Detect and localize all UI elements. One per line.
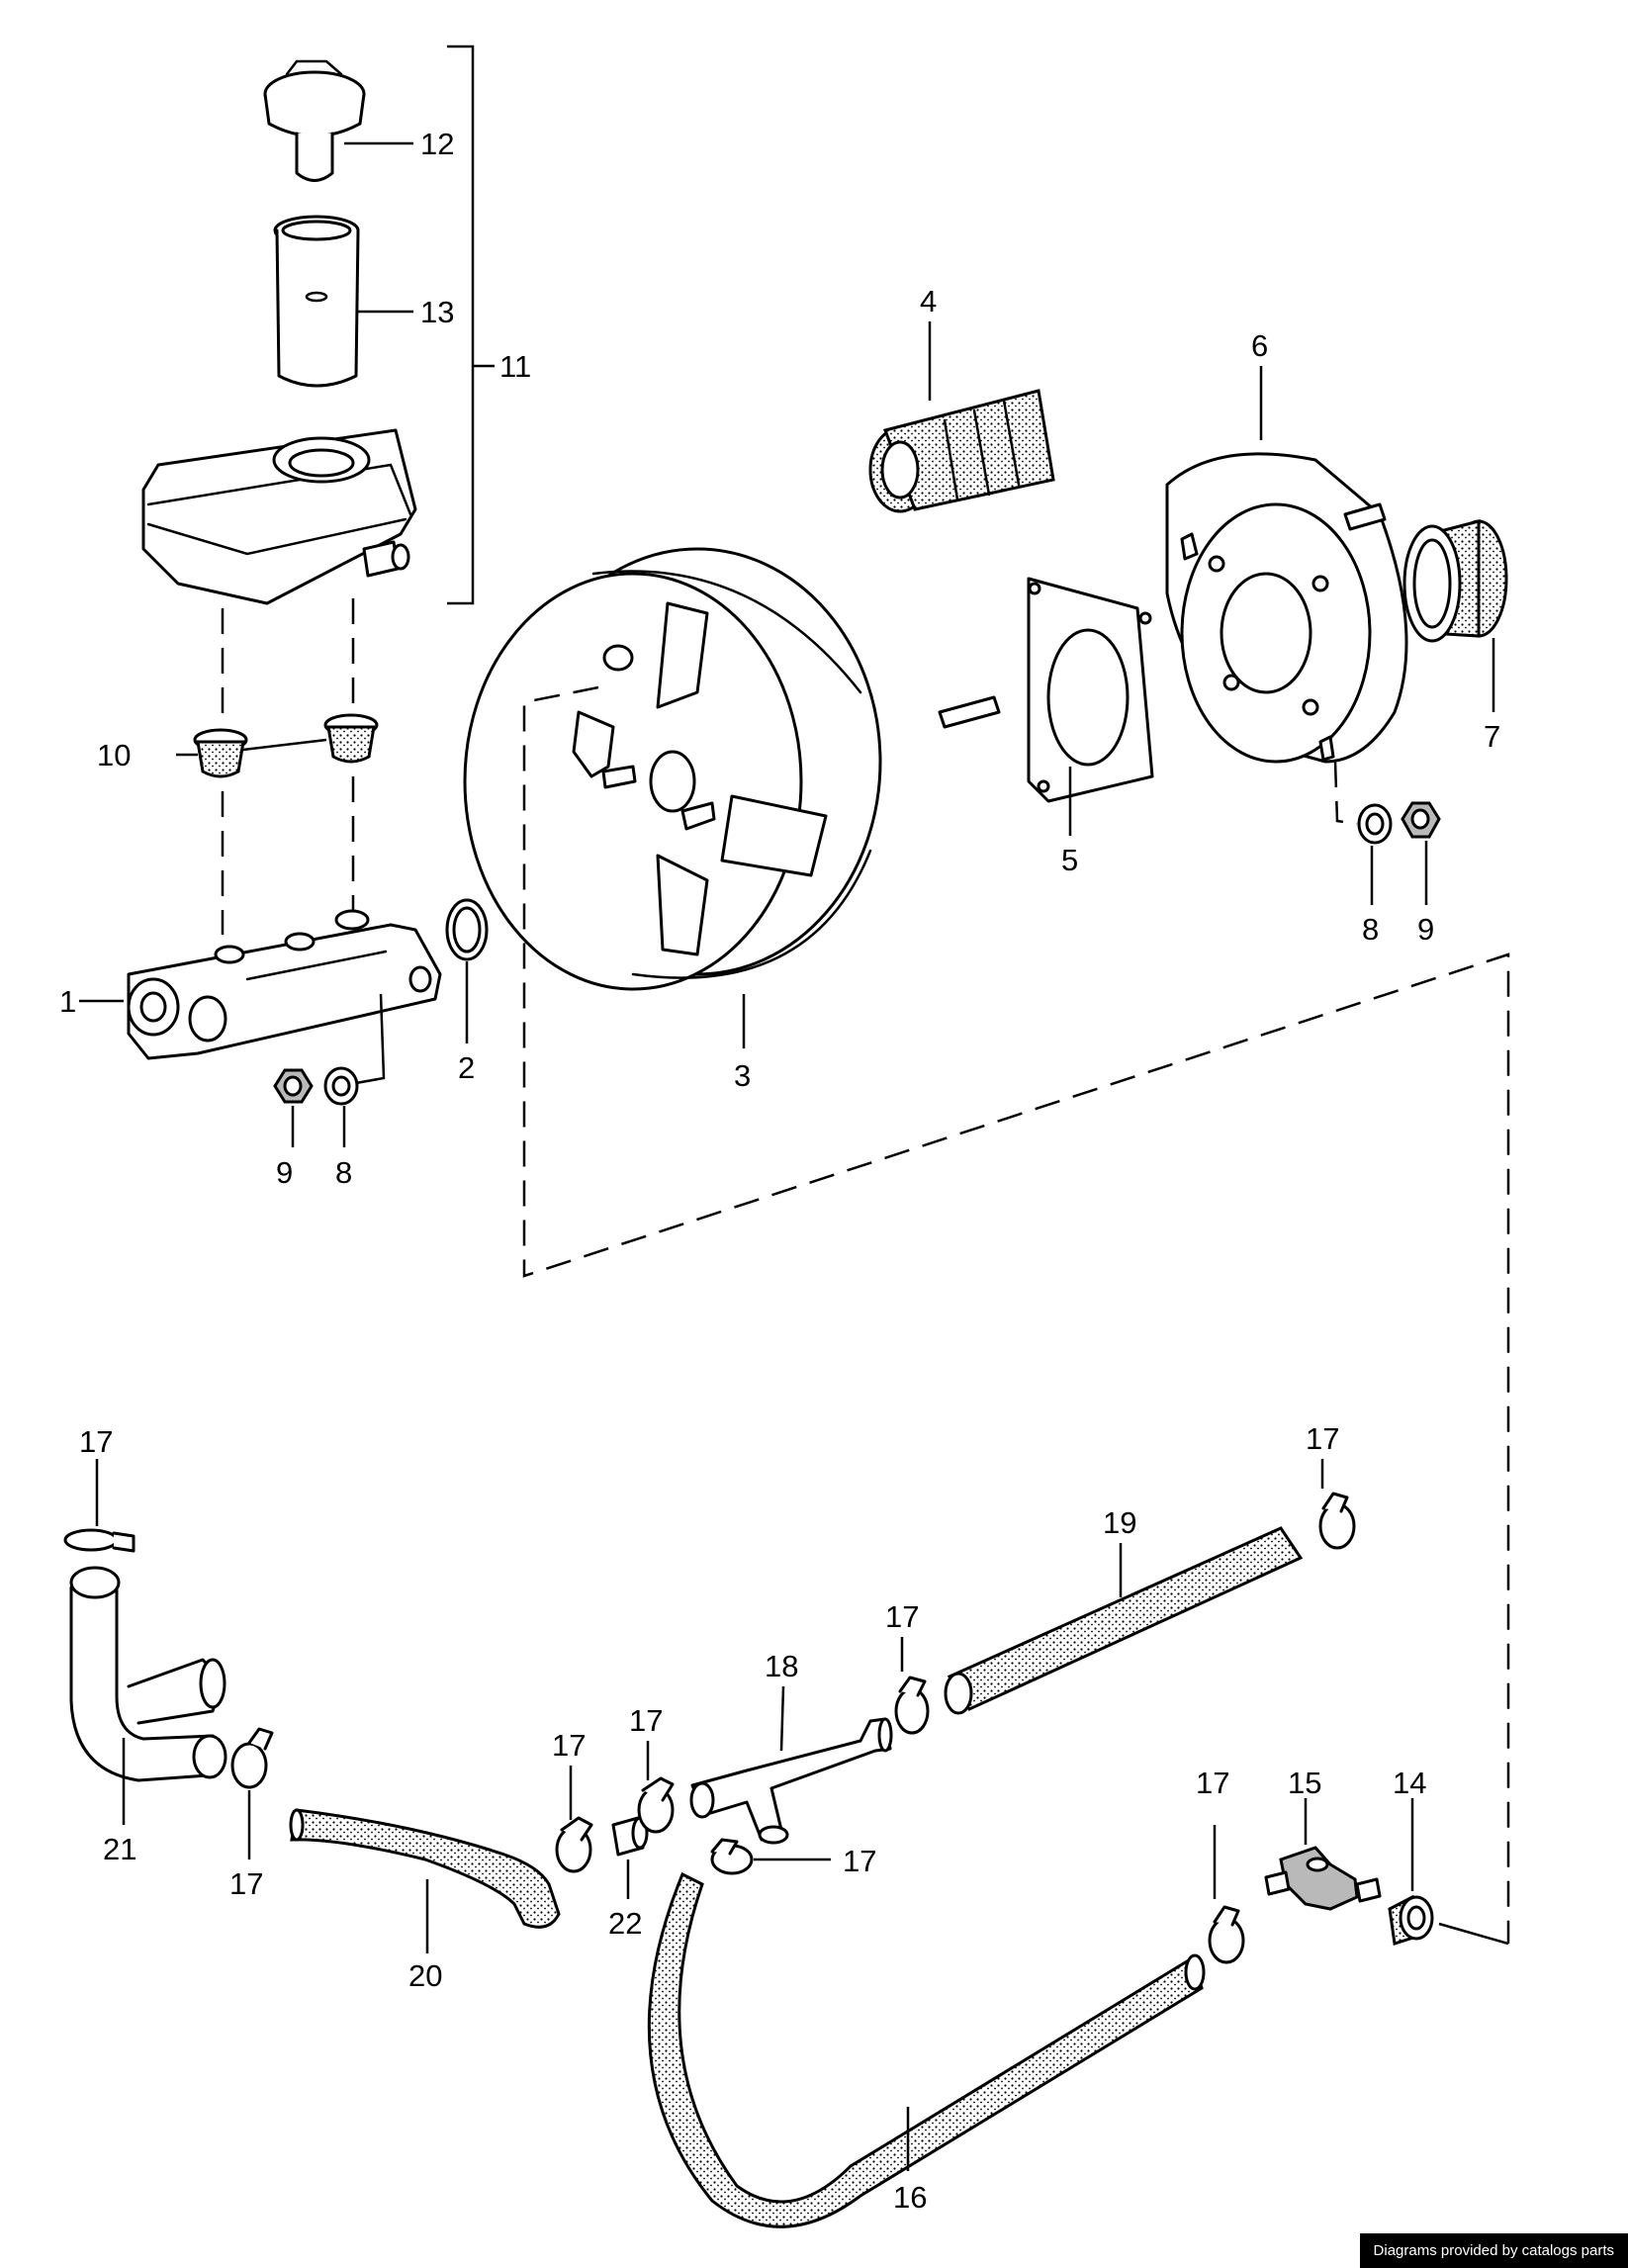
brake-fluid-reservoir — [141, 428, 417, 605]
callout-17-h: 17 — [1196, 1766, 1229, 1800]
callout-17-f: 17 — [885, 1599, 919, 1634]
dash-mounting-frame — [522, 685, 1510, 1944]
callout-17-d: 17 — [629, 1703, 663, 1738]
callout-12: 12 — [420, 127, 454, 161]
callout-11: 11 — [499, 349, 531, 384]
callout-16: 16 — [893, 2180, 927, 2215]
callout-3: 3 — [734, 1058, 751, 1093]
booster-mounting-bracket — [1165, 452, 1408, 764]
hose-clamp-a — [63, 1528, 136, 1553]
bracket-bushing — [1402, 519, 1508, 643]
callout-22: 22 — [608, 1906, 642, 1941]
washer-left — [323, 1066, 359, 1106]
callout-8-right: 8 — [1362, 912, 1379, 947]
reservoir-grommet-left — [193, 728, 248, 778]
reservoir-grommet-right — [323, 713, 379, 764]
callout-17-a: 17 — [79, 1424, 113, 1459]
callout-21: 21 — [103, 1832, 136, 1866]
leader-14 — [1438, 1922, 1509, 1946]
leader-18 — [779, 1685, 785, 1752]
callout-20: 20 — [408, 1958, 442, 1993]
reservoir-cap — [263, 59, 366, 182]
leader-mc-nut — [355, 993, 386, 1085]
hose-clamp-b — [230, 1727, 274, 1789]
callout-17-b: 17 — [229, 1866, 263, 1901]
vacuum-hose-long-straight — [947, 1526, 1304, 1711]
callout-15: 15 — [1288, 1766, 1321, 1800]
brake-booster — [463, 547, 1001, 991]
hex-nut-right — [1401, 801, 1441, 839]
callout-18: 18 — [765, 1649, 798, 1683]
master-cylinder-o-ring-inner — [452, 906, 482, 953]
callout-7: 7 — [1484, 719, 1500, 754]
reservoir-filter-screen — [273, 215, 360, 388]
vacuum-elbow — [69, 1566, 227, 1782]
callout-17-e: 17 — [843, 1844, 876, 1878]
hose-clamp-c — [555, 1816, 593, 1873]
callout-6: 6 — [1251, 328, 1268, 363]
callout-19: 19 — [1103, 1505, 1136, 1540]
callout-8-left: 8 — [335, 1155, 352, 1190]
vacuum-t-fitting — [689, 1717, 893, 1845]
credit-banner: Diagrams provided by catalogs parts — [1359, 2233, 1628, 2268]
callout-2: 2 — [458, 1050, 475, 1085]
callout-17-c: 17 — [552, 1728, 586, 1763]
vacuum-hose-short-end — [289, 1808, 305, 1842]
vacuum-hose-curved — [647, 1871, 1204, 2228]
hose-clamp-h — [1208, 1905, 1245, 1964]
vacuum-hose-short — [290, 1808, 561, 1929]
hose-clamp-f — [894, 1676, 930, 1735]
hose-clamp-d — [637, 1776, 675, 1834]
vacuum-check-valve — [1264, 1846, 1382, 1911]
callout-14: 14 — [1393, 1766, 1426, 1800]
callout-9-right: 9 — [1417, 912, 1434, 947]
master-cylinder — [127, 909, 442, 1060]
callout-17-g: 17 — [1306, 1421, 1339, 1456]
pushrod-boot — [868, 389, 1055, 513]
vacuum-hose-long-straight-end — [944, 1672, 973, 1715]
group-11-bracket — [447, 45, 495, 605]
booster-gasket — [1027, 577, 1154, 803]
callout-13: 13 — [420, 295, 454, 329]
washer-right — [1357, 803, 1393, 845]
callout-1: 1 — [59, 984, 76, 1019]
hose-clamp-g — [1318, 1492, 1356, 1550]
callout-10: 10 — [97, 738, 131, 772]
hose-clamp-e — [710, 1838, 754, 1875]
callout-5: 5 — [1061, 843, 1078, 877]
vacuum-hose-curved-end — [1184, 1953, 1206, 1991]
dash-stud-right — [1333, 761, 1358, 826]
valve-grommet — [1388, 1894, 1434, 1946]
hex-nut-left — [273, 1068, 314, 1104]
leader-10 — [176, 738, 327, 757]
callout-9-left: 9 — [276, 1155, 293, 1190]
callout-4: 4 — [920, 284, 937, 318]
